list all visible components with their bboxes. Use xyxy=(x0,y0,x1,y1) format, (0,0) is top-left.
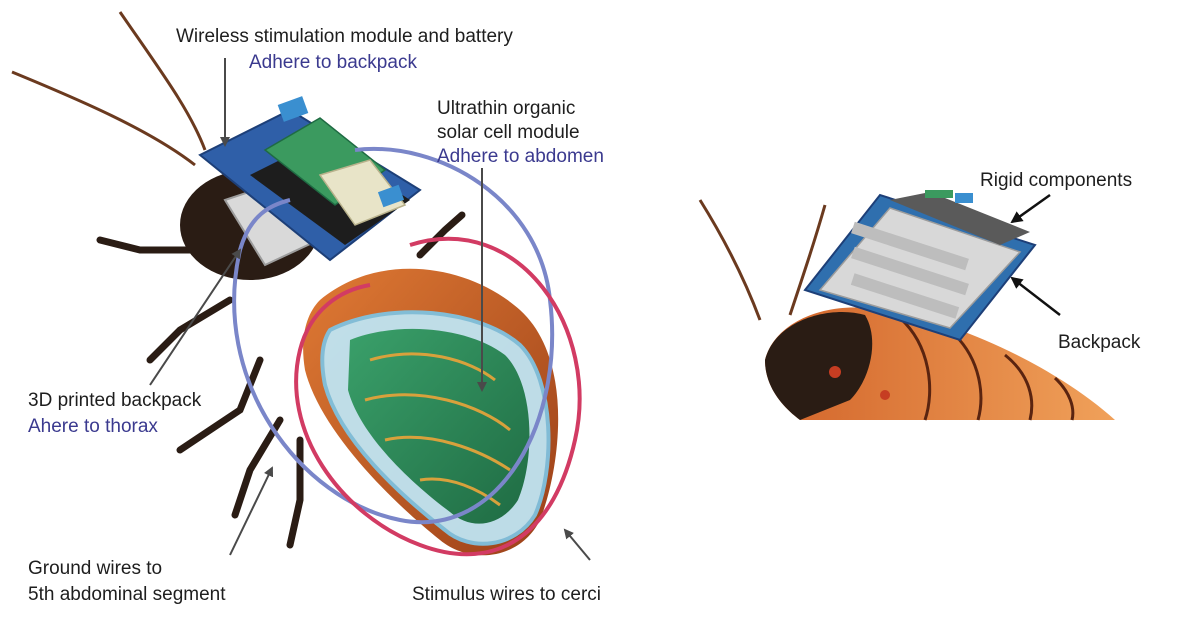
backpack-3d-label: 3D printed backpack xyxy=(28,390,202,411)
solar-cell-note: Adhere to abdomen xyxy=(437,146,604,167)
rigid-components-label: Rigid components xyxy=(980,170,1133,191)
right-blue-connector xyxy=(955,193,973,203)
pointer-backpack-right xyxy=(1010,276,1061,316)
right-head xyxy=(765,312,873,420)
right-green-chip xyxy=(925,190,953,198)
right-backpack-ribs xyxy=(850,221,969,319)
solar-cell-label-line2: solar cell module xyxy=(437,122,580,143)
solar-cell-label-line1: Ultrathin organic xyxy=(437,98,576,119)
right-antenna-right xyxy=(788,204,827,316)
solar-cell-module xyxy=(320,310,551,546)
connector-block-1 xyxy=(277,96,309,122)
right-antenna-left xyxy=(698,199,762,321)
pointer-rigid-components xyxy=(1010,193,1051,224)
right-cockroach xyxy=(698,190,1115,421)
backpack-3d-note: Ahere to thorax xyxy=(28,416,158,437)
connector-block-2 xyxy=(377,184,405,208)
antenna-right xyxy=(11,70,196,167)
ground-wires-label-line1: Ground wires to xyxy=(28,558,163,579)
right-segments xyxy=(898,316,1075,421)
stimulus-wire xyxy=(294,236,582,557)
right-spot-1 xyxy=(829,366,841,378)
wireless-module-label: Wireless stimulation module and battery xyxy=(176,26,513,47)
pointer-stimulus-wires xyxy=(563,528,591,561)
pointer-ground-wires xyxy=(229,466,274,556)
ground-wires-label-line2: 5th abdominal segment xyxy=(28,584,226,605)
pointer-backpack xyxy=(149,248,242,386)
wifi-module xyxy=(318,159,407,226)
right-spot-2 xyxy=(880,390,890,400)
left-cockroach xyxy=(11,11,591,561)
backpack-label: Backpack xyxy=(1058,332,1141,353)
right-rigid-components xyxy=(890,192,1030,245)
stimulus-wires-label: Stimulus wires to cerci xyxy=(412,584,601,605)
antenna-left xyxy=(118,11,207,151)
wireless-module-note: Adhere to backpack xyxy=(249,52,417,73)
